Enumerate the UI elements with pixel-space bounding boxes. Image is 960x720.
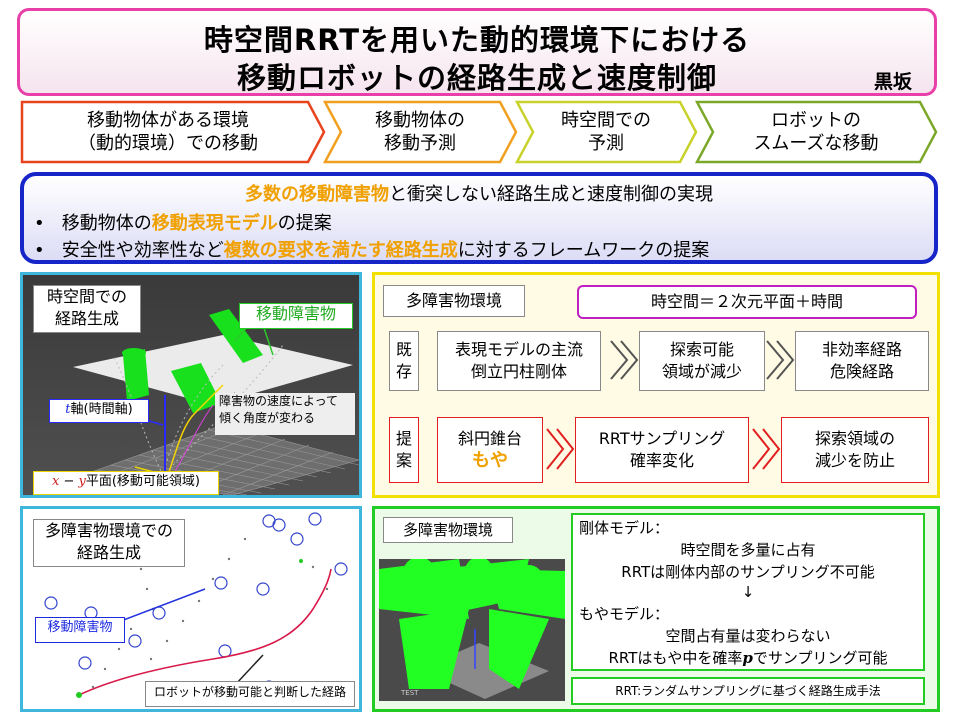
flow-step-1: 移動物体がある環境（動的環境）での移動 — [26, 100, 310, 164]
path-generation-label: 多障害物環境での 経路生成 — [33, 519, 185, 567]
velocity-note: 障害物の速度によって 傾く角度が変わる — [215, 393, 355, 435]
moya-render: TEST — [379, 559, 565, 701]
spacetime-equation: 時空間＝２次元平面＋時間 — [577, 285, 917, 319]
flow-arrow-3 — [514, 100, 698, 164]
flow-step-2-line-2: 移動予測 — [384, 133, 456, 154]
model-effect-panel: 多障害物環境 TEST 剛体モデル： 時空間を多量に占有 RRTは剛体内部のサン… — [372, 506, 940, 712]
bullet-dot: • — [34, 240, 45, 261]
path-pointer — [234, 654, 264, 686]
path-generation-panel: 多障害物環境での 経路生成 移動障害物 ロボットが移動可能と判断した経路 — [20, 506, 362, 712]
existing-label: 既 存 — [389, 331, 419, 391]
moya-line-2-var: p — [742, 649, 753, 667]
spacetime-label: 時空間での 経路生成 — [33, 285, 141, 333]
title-line-2: 移動ロボットの経路生成と速度制御 — [236, 61, 717, 95]
robot-path — [78, 568, 332, 696]
flow-step-4: ロボットのスムーズな移動 — [710, 100, 922, 164]
multi-obstacle-env-label: 多障害物環境 — [383, 285, 525, 317]
proposed-effect: RRTサンプリング 確率変化 — [575, 417, 749, 483]
br-env-label: 多障害物環境 — [383, 517, 513, 543]
obstacle-label: 移動障害物 — [239, 303, 353, 329]
model-comparison-panel: 多障害物環境 時空間＝２次元平面＋時間 既 存 表現モデルの主流 倒立円柱剛体 … — [372, 272, 940, 498]
summary-headline-rest: と衝突しない経路生成と速度制御の実現 — [389, 184, 713, 205]
flow-chain: 移動物体がある環境（動的環境）での移動 移動物体の移動予測 時空間での予測 ロボ… — [20, 100, 940, 164]
proposed-model: 斜円錐台 もや — [437, 417, 543, 483]
proposed-model-name: 斜円錐台 — [457, 429, 522, 448]
obstacle-circles — [44, 512, 348, 694]
moya-model-line-2: RRTはもや中を確率pでサンプリング可能 — [573, 647, 923, 669]
plane-text: 平面(移動可能領域) — [85, 474, 201, 489]
proposed-result: 探索領域の 減少を防止 — [781, 417, 929, 483]
plane-label: x − y平面(移動可能領域) — [33, 471, 219, 495]
obstacle-cylinder-3 — [209, 309, 263, 363]
model-description-box: 剛体モデル： 時空間を多量に占有 RRTは剛体内部のサンプリング不可能 ↓ もや… — [571, 513, 925, 671]
render-text: TEST — [400, 689, 419, 697]
flow-step-4-line-2: スムーズな移動 — [753, 133, 879, 154]
flow-step-2: 移動物体の移動予測 — [338, 100, 502, 164]
time-axis-var: t — [65, 402, 71, 417]
summary-b1-highlight: 移動表現モデル — [151, 213, 278, 234]
flow-arrow-shapes — [20, 100, 938, 164]
summary-b2-highlight: 複数の要求を満たす経路生成 — [223, 240, 458, 261]
flow-arrow-4 — [694, 100, 938, 164]
rigid-model-line-2: RRTは剛体内部のサンプリング不可能 — [621, 563, 875, 581]
flow-step-3-line-2: 予測 — [588, 133, 624, 154]
moya-obstacles — [379, 559, 565, 689]
feasible-path-label: ロボットが移動可能と判断した経路 — [145, 681, 355, 707]
summary-bullet-1: • 移動物体の移動表現モデルの提案 — [34, 209, 332, 235]
moya-model-line-1: 空間占有量は変わらない — [665, 627, 831, 645]
existing-effect: 探索可能 領域が減少 — [639, 331, 765, 391]
plane-var-x: x — [51, 474, 60, 489]
spacetime-panel: 時空間での 経路生成 移動障害物 t軸(時間軸) 障害物の速度によって 傾く角度… — [20, 272, 362, 498]
flow-step-1-line-2: （動的環境）での移動 — [78, 133, 258, 154]
down-arrow-icon: ↓ — [741, 583, 755, 601]
existing-model: 表現モデルの主流 倒立円柱剛体 — [437, 331, 601, 391]
plane-var-y: y — [78, 474, 86, 489]
chevron-right-icon — [610, 340, 795, 380]
moya-line-2-pre: RRTはもや中を確率 — [608, 649, 743, 667]
flow-step-3-line-1: 時空間での — [561, 110, 651, 131]
flow-arrow-2 — [322, 100, 518, 164]
rigid-model-heading: 剛体モデル： — [579, 519, 670, 537]
generated-path — [167, 384, 224, 476]
moving-obstacle-label: 移動障害物 — [35, 617, 125, 643]
existing-result: 非効率経路 危険経路 — [795, 331, 929, 391]
flow-arrow-1 — [20, 100, 326, 164]
moya-line-2-post: でサンプリング可能 — [752, 649, 888, 667]
chevron-right-icon — [546, 428, 781, 470]
time-axis-label: t軸(時間軸) — [49, 399, 149, 423]
rrt-definition: RRT:ランダムサンプリングに基づく経路生成手法 — [571, 677, 925, 705]
plane-dash: − — [59, 474, 79, 489]
flow-step-4-line-1: ロボットの — [771, 110, 861, 131]
start-point — [76, 692, 82, 698]
summary-box: 多数の移動障害物と衝突しない経路生成と速度制御の実現 • 移動物体の移動表現モデ… — [20, 172, 938, 264]
title-line-1: 時空間RRTを用いた動的環境下における — [203, 23, 751, 57]
summary-b2-post: に対するフレームワークの提案 — [457, 240, 710, 261]
rigid-model-line-1: 時空間を多量に占有 — [680, 541, 816, 559]
summary-headline-highlight: 多数の移動障害物 — [245, 184, 389, 205]
obstacle-cylinder-1 — [123, 349, 149, 401]
flow-step-1-line-1: 移動物体がある環境 — [87, 110, 249, 131]
chevron-arrows — [546, 340, 795, 470]
time-axis-text: 軸(時間軸) — [70, 402, 133, 417]
obstacle-pointer — [120, 588, 206, 622]
proposed-model-moya: もや — [472, 450, 508, 471]
summary-b2-pre: 安全性や効率性など — [61, 240, 224, 261]
goal-point — [299, 559, 303, 563]
title-banner: 時空間RRTを用いた動的環境下における 移動ロボットの経路生成と速度制御 黒坂 — [17, 8, 937, 96]
summary-b1-pre: 移動物体の — [61, 213, 152, 234]
author-name: 黒坂 — [873, 71, 912, 93]
bullet-dot: • — [34, 213, 45, 234]
summary-headline: 多数の移動障害物と衝突しない経路生成と速度制御の実現 — [24, 180, 934, 206]
flow-step-3: 時空間での予測 — [530, 100, 682, 164]
flow-step-2-line-1: 移動物体の — [375, 110, 465, 131]
moya-model-heading: もやモデル： — [579, 605, 670, 623]
proposed-label: 提 案 — [389, 417, 419, 483]
summary-bullet-2: • 安全性や効率性など複数の要求を満たす経路生成に対するフレームワークの提案 — [34, 236, 709, 262]
summary-b1-post: の提案 — [277, 213, 332, 234]
